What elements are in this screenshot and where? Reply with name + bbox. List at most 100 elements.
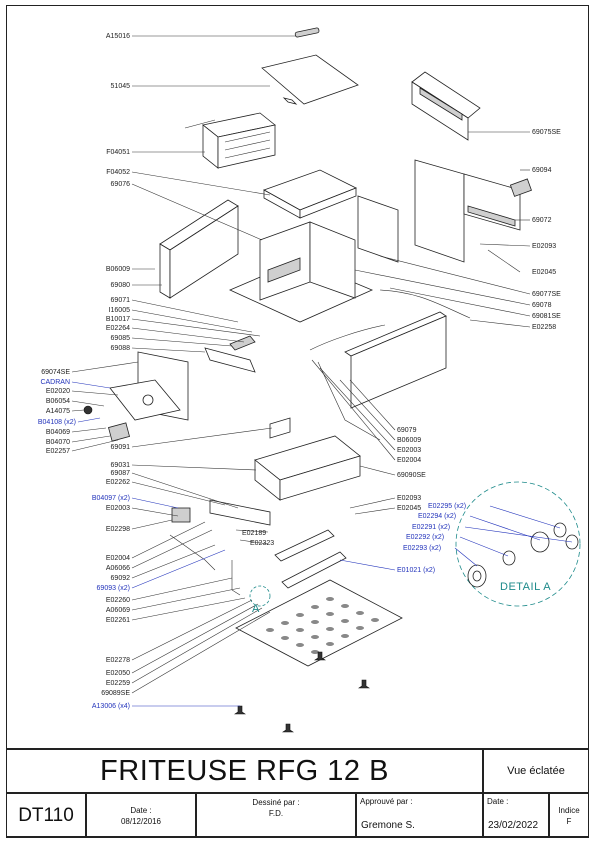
- label-69087: 69087: [111, 470, 131, 477]
- title-block: FRITEUSE RFG 12 B Vue éclatée DT110 Date…: [6, 748, 589, 838]
- label-69078: 69078: [532, 302, 552, 309]
- label-e02295: E02295 (x2): [428, 503, 466, 510]
- label-e01021: E01021 (x2): [397, 567, 435, 574]
- detail-a-fittings: [467, 522, 579, 588]
- label-e02093-top: E02093: [532, 243, 556, 250]
- label-f04052: F04052: [106, 169, 130, 176]
- part-grate: [235, 579, 403, 667]
- label-e02045-bottom: E02045: [397, 505, 421, 512]
- part-burner-tubes: [274, 529, 347, 589]
- detail-a-circle: [455, 481, 581, 607]
- creation-date-value: 08/12/2016: [120, 817, 162, 826]
- part-frying-basket: [184, 112, 276, 169]
- part-grill-top: [263, 169, 357, 219]
- part-left-side-panel: [159, 199, 239, 299]
- label-b04097: B04097 (x2): [92, 495, 130, 502]
- label-a06069: A06069: [106, 607, 130, 614]
- label-a15016: A15016: [106, 33, 130, 40]
- label-e02093-bottom: E02093: [397, 495, 421, 502]
- revision-index-cell: Indice F: [549, 793, 589, 838]
- label-e02003-left: E02003: [106, 505, 130, 512]
- label-69091: 69091: [111, 444, 131, 451]
- revision-date-value: 23/02/2022: [488, 820, 539, 831]
- label-69076: 69076: [111, 181, 131, 188]
- label-b04070: B04070: [46, 439, 70, 446]
- label-69071: 69071: [111, 297, 131, 304]
- detail-a-title: DETAIL A: [500, 581, 551, 593]
- revision-date-cell: Date : 23/02/2022: [483, 793, 549, 838]
- revision-index-label: Indice: [558, 806, 580, 815]
- part-main-tank: [229, 221, 374, 323]
- label-b04069: B04069: [46, 429, 70, 436]
- label-e02258: E02258: [532, 324, 556, 331]
- part-lid-notch: [282, 97, 298, 105]
- part-handle-bar: [294, 27, 320, 38]
- label-69089se: 69089SE: [101, 690, 130, 697]
- label-69079: 69079: [397, 427, 417, 434]
- label-69081se: 69081SE: [532, 313, 561, 320]
- label-e02294: E02294 (x2): [418, 513, 456, 520]
- part-front-panel: [344, 311, 447, 409]
- label-e02004-right: E02004: [397, 457, 421, 464]
- label-f04051: F04051: [106, 149, 130, 156]
- label-e02293: E02293 (x2): [403, 545, 441, 552]
- approved-by-value: Gremone S.: [361, 820, 415, 831]
- label-e02292: E02292 (x2): [406, 534, 444, 541]
- label-b06054: B06054: [46, 398, 70, 405]
- label-e02291: E02291 (x2): [412, 524, 450, 531]
- label-e02004-left: E02004: [106, 555, 130, 562]
- label-e02259: E02259: [106, 680, 130, 687]
- drawing-frame: [6, 5, 589, 837]
- document-code: DT110: [6, 793, 86, 838]
- drawn-by-cell: Dessiné par : F.D.: [196, 793, 356, 838]
- label-b06009: B06009: [106, 266, 130, 273]
- label-69074se: 69074SE: [41, 369, 70, 376]
- creation-date-label: Date :: [130, 806, 152, 815]
- part-rear-control-box: [411, 71, 481, 141]
- approved-by-cell: Approuvé par : Gremone S.: [356, 793, 483, 838]
- part-right-side-panel: [414, 159, 532, 263]
- part-lower-cover: [269, 417, 291, 439]
- leader-lines: [71, 35, 573, 707]
- label-69094: 69094: [532, 167, 552, 174]
- label-e02323: E02323: [250, 540, 274, 547]
- drawn-by-value: F.D.: [268, 809, 284, 818]
- detail-a-marker: A: [252, 603, 260, 615]
- revision-date-label: Date :: [487, 797, 509, 806]
- label-a14075: A14075: [46, 408, 70, 415]
- label-69077se: 69077SE: [532, 291, 561, 298]
- view-type: Vue éclatée: [483, 749, 589, 793]
- label-e02020: E02020: [46, 388, 70, 395]
- part-rear-inner-panel: [357, 195, 399, 263]
- label-69088: 69088: [111, 345, 131, 352]
- right-labels: 69075SE 69094 69072 E02093 E02045 69077S…: [397, 129, 561, 574]
- label-69090se: 69090SE: [397, 472, 426, 479]
- label-69031: 69031: [111, 462, 131, 469]
- detail-a-marker-circle: [249, 585, 271, 607]
- label-b06009-right: B06009: [397, 437, 421, 444]
- part-feet: [234, 651, 370, 733]
- label-69072: 69072: [532, 217, 552, 224]
- label-e02260: E02260: [106, 597, 130, 604]
- label-51045: 51045: [111, 83, 131, 90]
- label-i16005: I16005: [109, 307, 131, 314]
- label-e02045-top: E02045: [532, 269, 556, 276]
- part-lid-plate: [261, 54, 359, 105]
- label-69080: 69080: [111, 282, 131, 289]
- part-knob: [83, 405, 93, 415]
- label-69092: 69092: [111, 575, 131, 582]
- label-e02050: E02050: [106, 670, 130, 677]
- label-69085: 69085: [111, 335, 131, 342]
- label-e02189: E02189: [242, 530, 266, 537]
- label-e02003-right: E02003: [397, 447, 421, 454]
- left-labels: A15016 51045 F04051 F04052 69076 B06009 …: [38, 33, 274, 710]
- label-e02257: E02257: [46, 448, 70, 455]
- label-e02298: E02298: [106, 526, 130, 533]
- document-title: FRITEUSE RFG 12 B: [6, 749, 483, 793]
- part-control-strip: [204, 347, 256, 373]
- label-cadran: CADRAN: [40, 379, 70, 386]
- part-control-plate: [109, 351, 189, 421]
- creation-date-cell: Date : 08/12/2016: [86, 793, 196, 838]
- part-drain-assembly: [169, 499, 271, 596]
